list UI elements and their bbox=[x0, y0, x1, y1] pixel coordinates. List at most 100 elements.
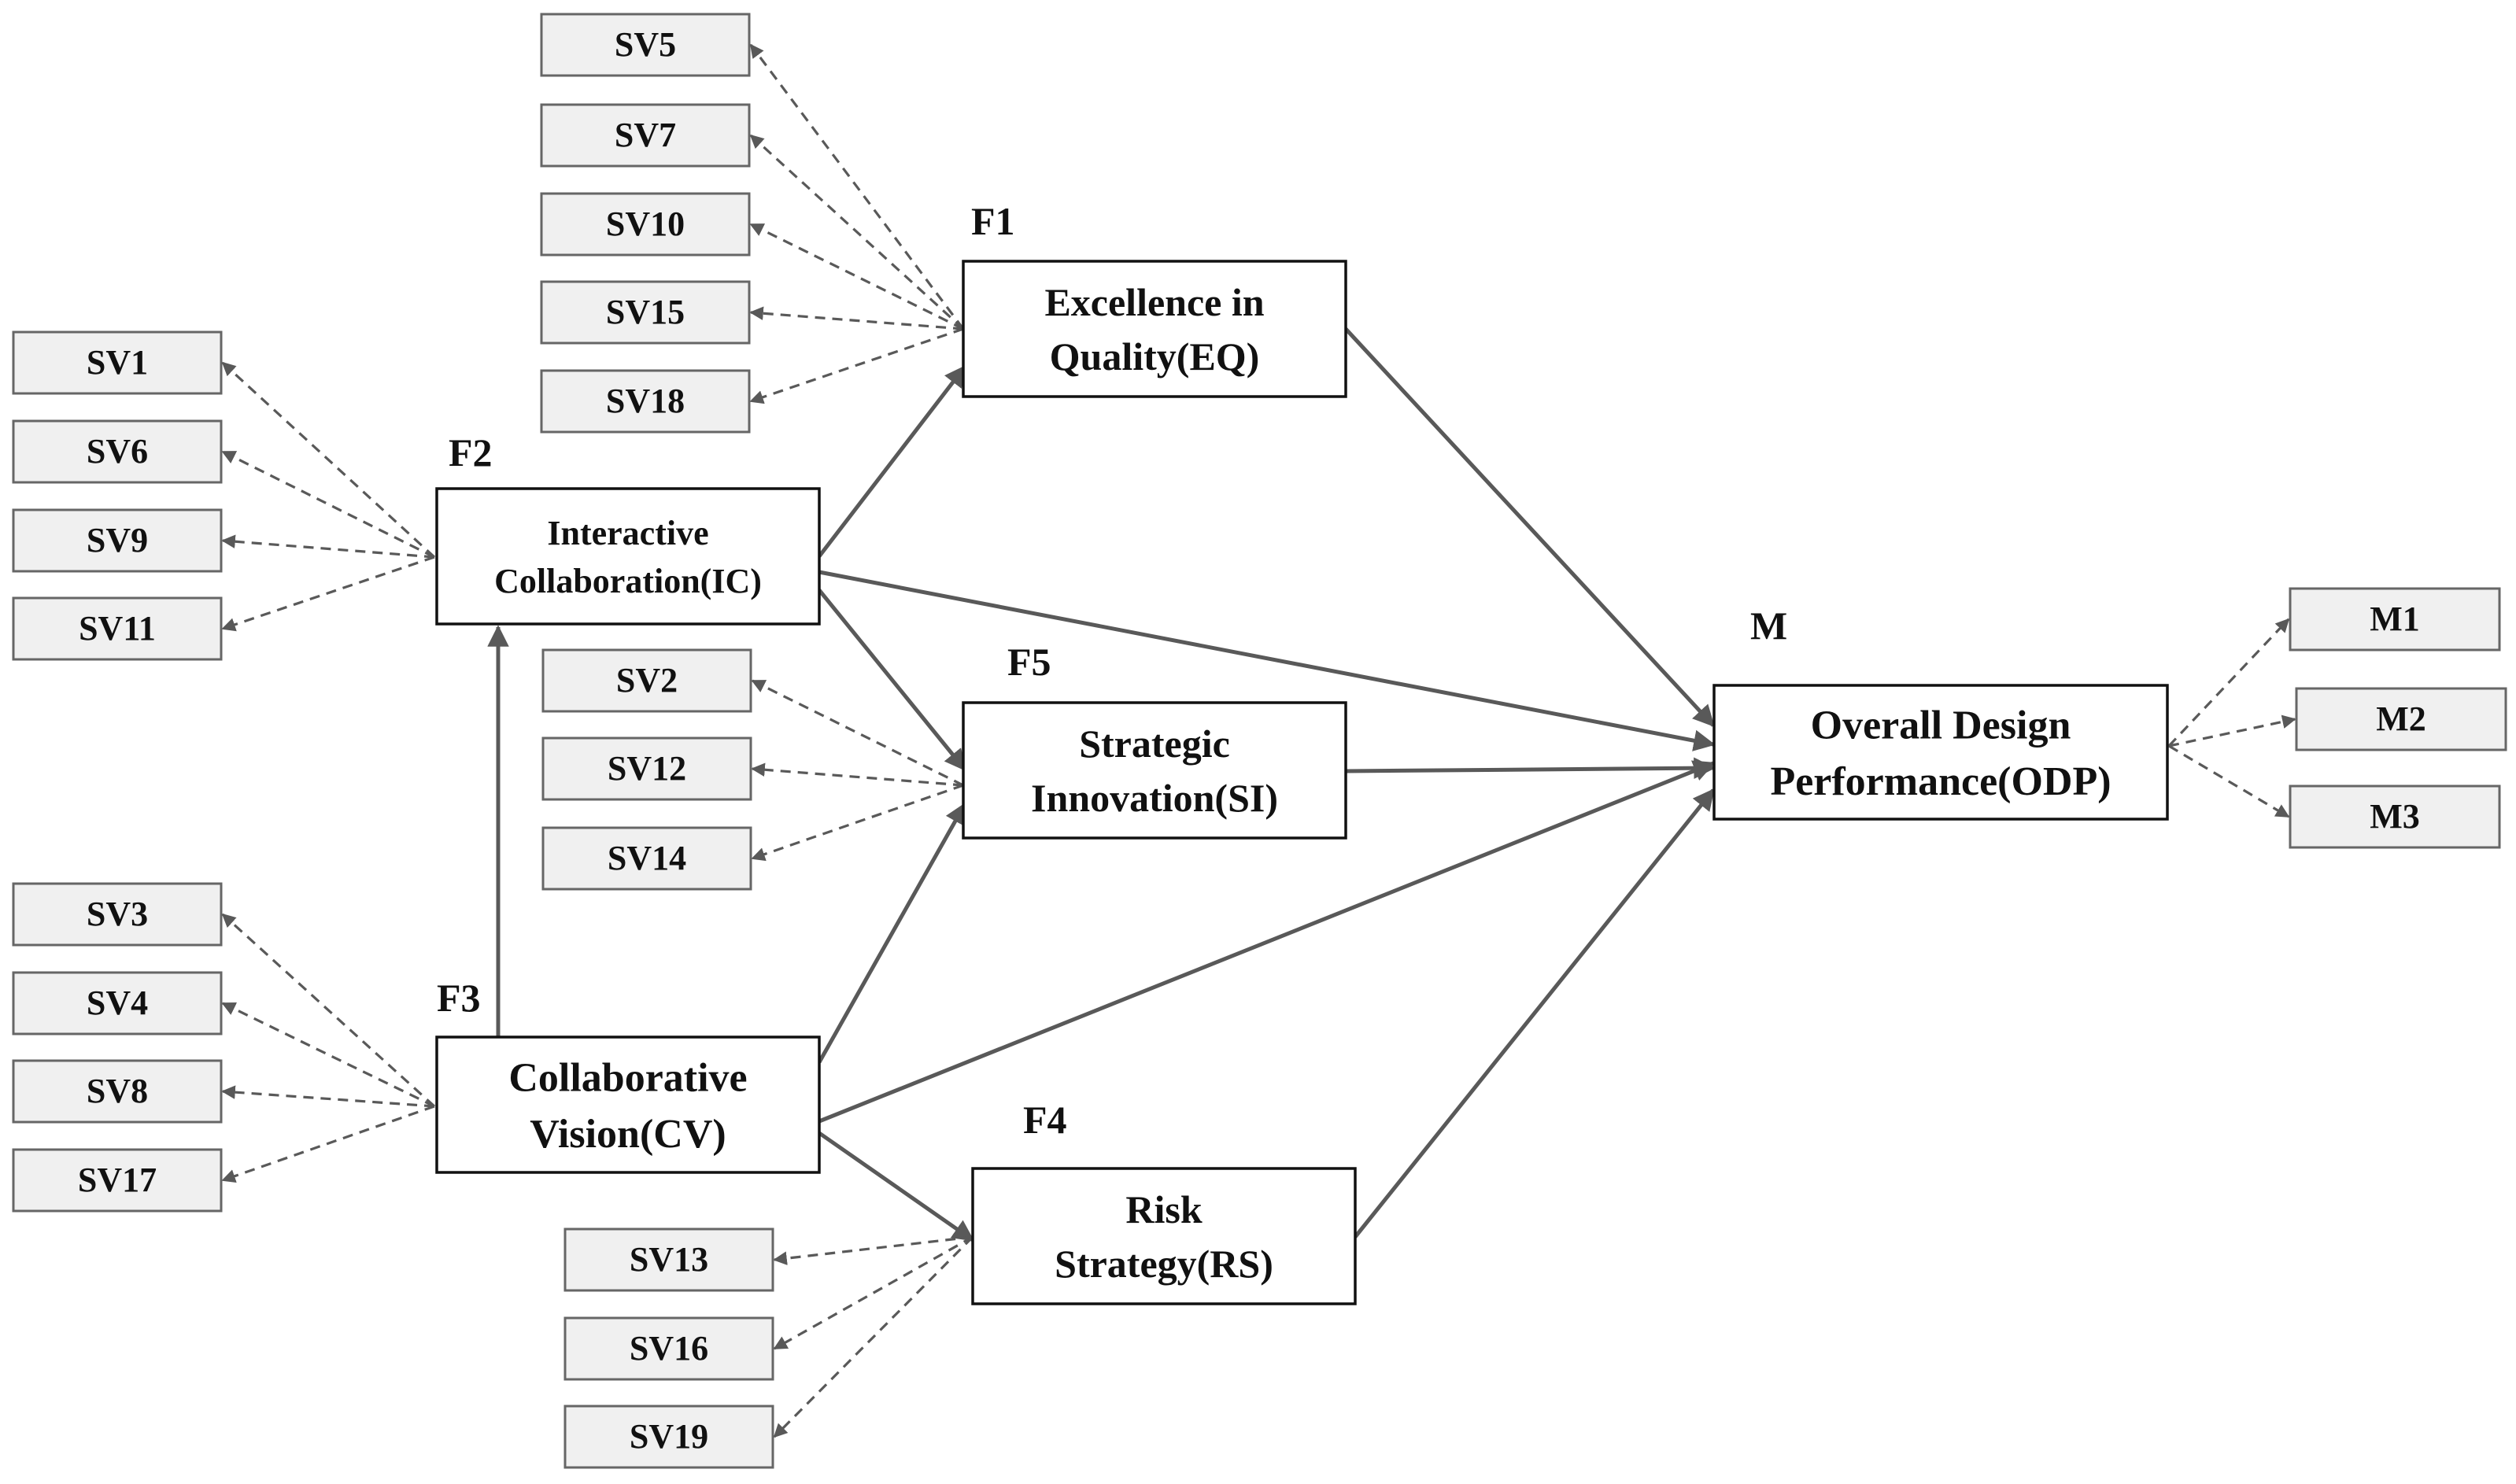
loading-arrow-m1 bbox=[2167, 618, 2290, 748]
indicator-sv1: SV1 bbox=[12, 330, 223, 395]
indicator-label: M1 bbox=[2370, 600, 2420, 638]
path-arrow-ic-to-si bbox=[818, 589, 966, 772]
factor-label-line: Innovation(SI) bbox=[1031, 776, 1278, 820]
loading-arrow-sv2 bbox=[751, 679, 964, 787]
loading-arrow-sv17 bbox=[221, 1105, 435, 1183]
indicator-sv14: SV14 bbox=[541, 826, 752, 891]
factor-tag: M bbox=[1750, 604, 1787, 648]
loading-arrow-sv9 bbox=[221, 534, 435, 559]
factor-label-line: Strategic bbox=[1079, 722, 1230, 766]
indicator-label: SV8 bbox=[87, 1072, 148, 1110]
factor-label-line: Quality(EQ) bbox=[1050, 334, 1260, 378]
indicator-m2: M2 bbox=[2295, 687, 2507, 751]
indicator-m3: M3 bbox=[2289, 784, 2501, 849]
indicator-sv5: SV5 bbox=[540, 13, 751, 77]
indicator-sv6: SV6 bbox=[12, 419, 223, 484]
indicator-box bbox=[563, 1316, 774, 1381]
factor-label-line: Excellence in bbox=[1044, 280, 1264, 324]
indicator-sv10: SV10 bbox=[540, 192, 751, 257]
indicator-label: SV19 bbox=[630, 1417, 708, 1456]
indicator-box bbox=[12, 971, 223, 1035]
indicator-label: M3 bbox=[2370, 797, 2420, 836]
factor-tag: F3 bbox=[437, 976, 481, 1020]
indicator-box bbox=[12, 1059, 223, 1124]
indicator-label: SV5 bbox=[615, 25, 676, 64]
loading-arrow-sv10 bbox=[749, 223, 964, 330]
indicator-box bbox=[2289, 587, 2501, 652]
path-arrow-cv-to-odp bbox=[818, 760, 1716, 1124]
indicator-label: SV9 bbox=[87, 521, 148, 559]
path-arrow-cv-to-rs bbox=[818, 1131, 975, 1242]
factor-box bbox=[435, 1035, 821, 1174]
loading-arrow-sv1 bbox=[221, 361, 436, 559]
indicator-sv16: SV16 bbox=[563, 1316, 774, 1381]
path-arrow-ic-to-odp bbox=[818, 570, 1716, 751]
indicator-box bbox=[540, 13, 751, 77]
indicator-box bbox=[540, 280, 751, 345]
indicator-label: SV12 bbox=[608, 749, 686, 788]
indicator-label: SV10 bbox=[606, 205, 685, 243]
factor-label-line: Strategy(RS) bbox=[1055, 1242, 1273, 1286]
indicator-box bbox=[540, 103, 751, 168]
factor-label-line: Vision(CV) bbox=[530, 1112, 726, 1157]
indicator-sv15: SV15 bbox=[540, 280, 751, 345]
loading-arrow-sv13 bbox=[773, 1235, 974, 1265]
factor-label-line: Risk bbox=[1125, 1187, 1202, 1231]
factor-tag: F1 bbox=[971, 199, 1015, 243]
indicator-label: SV17 bbox=[78, 1161, 157, 1199]
indicator-sv7: SV7 bbox=[540, 103, 751, 168]
factor-label-line: Collaboration(IC) bbox=[494, 562, 762, 600]
factor-box bbox=[962, 701, 1347, 840]
indicator-sv17: SV17 bbox=[12, 1148, 223, 1213]
loading-arrow-m2 bbox=[2168, 714, 2296, 748]
indicator-label: SV18 bbox=[606, 382, 685, 420]
loading-arrow-sv8 bbox=[221, 1085, 435, 1108]
factor-tag: F5 bbox=[1007, 640, 1051, 684]
factor-box bbox=[435, 487, 821, 626]
indicator-box bbox=[540, 192, 751, 257]
factor-box bbox=[962, 260, 1347, 398]
factor-eq: Excellence in Quality(EQ) F1 bbox=[962, 199, 1347, 398]
indicator-sv9: SV9 bbox=[12, 508, 223, 573]
factor-tag: F2 bbox=[449, 430, 493, 474]
loading-arrow-sv3 bbox=[221, 913, 436, 1108]
loading-arrow-sv4 bbox=[221, 1002, 435, 1108]
indicator-box bbox=[12, 596, 223, 661]
indicator-box bbox=[541, 826, 752, 891]
loading-arrow-sv11 bbox=[221, 556, 435, 632]
indicator-box bbox=[541, 648, 752, 713]
indicator-sv4: SV4 bbox=[12, 971, 223, 1035]
indicator-box bbox=[563, 1227, 774, 1292]
indicator-box bbox=[2295, 687, 2507, 751]
loading-arrow-sv15 bbox=[749, 306, 964, 330]
indicator-label: SV4 bbox=[87, 984, 148, 1022]
loading-arrow-sv5 bbox=[749, 43, 965, 330]
loading-arrow-sv16 bbox=[773, 1235, 974, 1350]
loading-arrow-sv12 bbox=[751, 762, 964, 787]
indicator-box bbox=[541, 736, 752, 801]
loading-arrow-sv7 bbox=[749, 134, 965, 330]
loading-arrow-sv19 bbox=[773, 1235, 974, 1438]
indicator-label: M2 bbox=[2376, 700, 2426, 738]
indicator-sv11: SV11 bbox=[12, 596, 223, 661]
indicator-sv13: SV13 bbox=[563, 1227, 774, 1292]
path-arrow-rs-to-odp bbox=[1354, 788, 1715, 1239]
indicator-box bbox=[2289, 784, 2501, 849]
loading-arrow-sv18 bbox=[749, 327, 964, 404]
indicator-box bbox=[12, 508, 223, 573]
indicator-sv19: SV19 bbox=[563, 1405, 774, 1469]
path-arrow-eq-to-odp bbox=[1344, 327, 1715, 728]
factor-label-line: Performance(ODP) bbox=[1770, 759, 2111, 804]
path-arrow-ic-to-eq bbox=[818, 364, 966, 558]
indicator-sv12: SV12 bbox=[541, 736, 752, 801]
indicator-label: SV15 bbox=[606, 293, 685, 331]
factor-label-line: Interactive bbox=[547, 514, 708, 552]
indicator-label: SV6 bbox=[87, 432, 148, 471]
factor-tag: F4 bbox=[1023, 1098, 1067, 1142]
indicator-label: SV16 bbox=[630, 1329, 708, 1368]
factor-label-line: Collaborative bbox=[508, 1055, 747, 1100]
indicator-sv3: SV3 bbox=[12, 882, 223, 947]
